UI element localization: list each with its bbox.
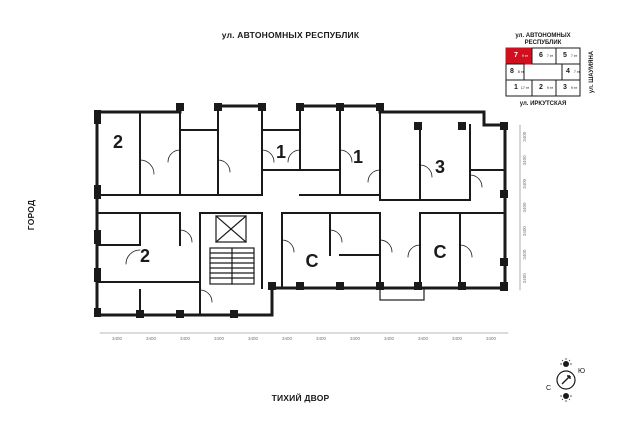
key-section-number: 2	[539, 84, 543, 91]
balcony	[379, 287, 425, 301]
dimension-label: 3400	[180, 336, 191, 341]
key-section-floors: 9 эт	[571, 86, 578, 90]
key-section-floors: 7 эт	[571, 54, 578, 58]
dimension-label: 3400	[112, 336, 123, 341]
dimension-lines	[99, 124, 521, 334]
apartment-label: 1	[276, 142, 286, 162]
compass-ring	[556, 370, 576, 390]
compass-north-label: С	[546, 385, 551, 392]
key-section-number: 7	[514, 52, 518, 59]
compass-arrow-icon	[561, 375, 571, 385]
key-street-right: ул. ШАУМЯНА	[589, 50, 595, 93]
dimension-label: 3400	[316, 336, 327, 341]
dimension-label: 3400	[522, 178, 527, 189]
key-section-floors: 8 эт	[518, 70, 525, 74]
street-label-bottom: ТИХИЙ ДВОР	[271, 393, 330, 403]
dimension-label: 3400	[522, 131, 527, 142]
key-section-floors: 17 эт	[521, 86, 530, 90]
key-section-number: 3	[563, 84, 567, 91]
apartment-label: С	[306, 251, 319, 271]
dimension-label: 3400	[522, 226, 527, 237]
compass-south-label: Ю	[578, 368, 585, 375]
apartment-label: С	[434, 242, 447, 262]
interior-walls	[96, 105, 506, 316]
stair-core	[209, 215, 255, 285]
apartment-label: 1	[353, 147, 363, 167]
door-swings	[125, 149, 483, 303]
dimension-label: 3400	[248, 336, 259, 341]
dimension-label: 3400	[146, 336, 157, 341]
dimension-label: 3400	[384, 336, 395, 341]
key-section-floors: 9 эт	[522, 54, 529, 58]
dimension-label: 3400	[522, 155, 527, 166]
apartment-label: 2	[113, 132, 123, 152]
dimension-label: 3400	[522, 249, 527, 260]
dimension-label: 3400	[486, 336, 497, 341]
key-section-floors: 7 эт	[547, 54, 554, 58]
key-section-number: 6	[539, 52, 543, 59]
street-label-top: ул. АВТОНОМНЫХ РЕСПУБЛИК	[221, 30, 360, 40]
key-section-number: 8	[510, 68, 514, 75]
dimension-label: 3400	[214, 336, 225, 341]
dimension-label: 3400	[418, 336, 429, 341]
dimension-label: 3400	[522, 202, 527, 213]
dimension-label: 3400	[282, 336, 293, 341]
key-section-3	[555, 79, 581, 97]
key-plan	[505, 47, 581, 97]
key-street-bottom: ул. ИРКУТСКАЯ	[520, 101, 567, 107]
sun-icon	[563, 361, 569, 367]
key-section-number: 5	[563, 52, 567, 59]
key-section-floors: 9 эт	[547, 86, 554, 90]
sun-icon	[563, 393, 569, 399]
key-section-number: 1	[514, 84, 518, 91]
key-section-number: 4	[566, 68, 570, 75]
dimension-label: 3400	[452, 336, 463, 341]
apartment-label: 3	[435, 157, 445, 177]
dimension-label: 3400	[350, 336, 361, 341]
dimension-label: 3400	[522, 273, 527, 284]
apartment-label: 2	[140, 246, 150, 266]
compass: С Ю	[546, 358, 585, 402]
key-section-floors: 7 эт	[574, 70, 581, 74]
